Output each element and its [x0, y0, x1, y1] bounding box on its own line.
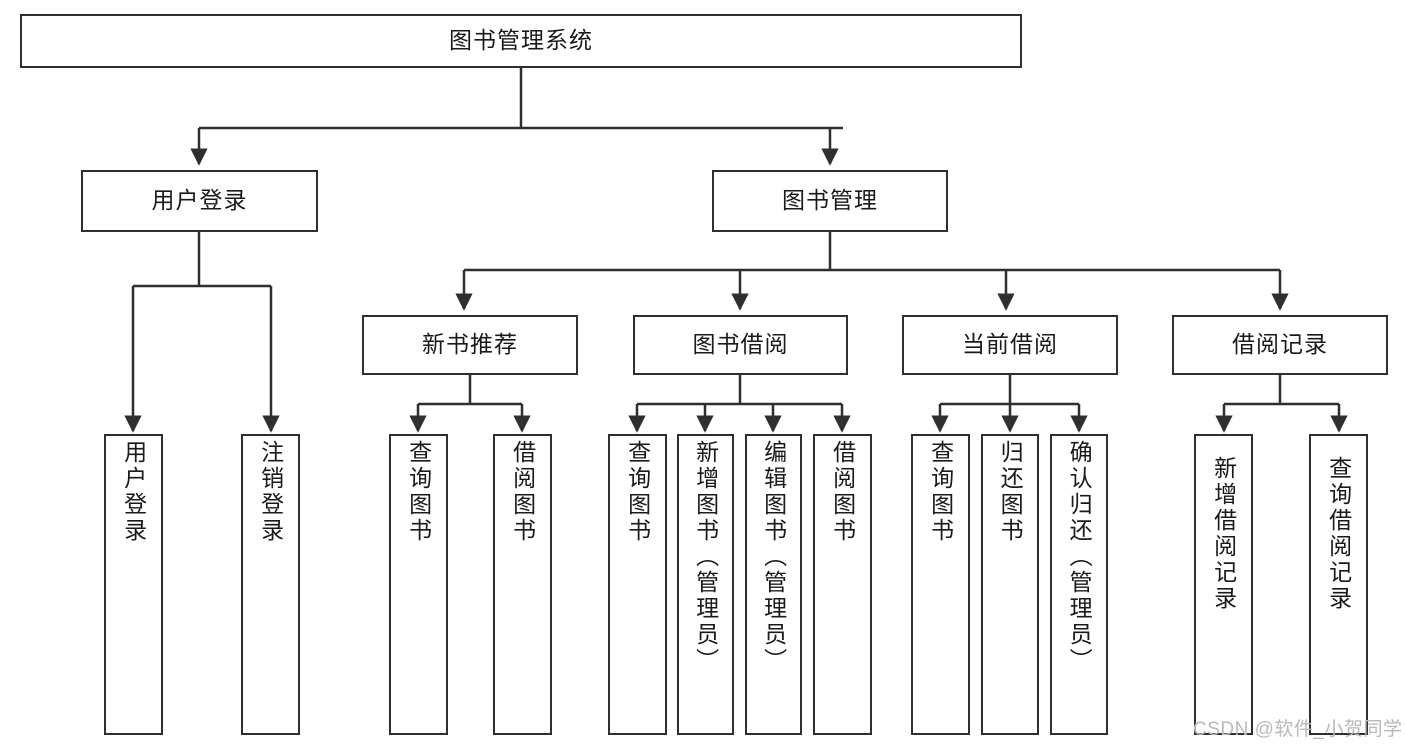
node-book-borrow[interactable]: 图书借阅: [633, 315, 848, 375]
leaf-book-borrow-query-book[interactable]: 查询图书: [608, 434, 667, 735]
leaf-user-login-login[interactable]: 用户登录: [104, 434, 163, 735]
node-label: 查询借阅记录: [1325, 456, 1352, 612]
node-user-login[interactable]: 用户登录: [81, 170, 318, 232]
node-label: 图书管理系统: [449, 27, 593, 54]
node-label: 借阅图书: [509, 440, 536, 544]
node-label: 借阅记录: [1232, 331, 1328, 358]
node-new-book-recommend[interactable]: 新书推荐: [362, 315, 578, 375]
node-label: 查询图书: [624, 440, 651, 544]
node-label: 新书推荐: [422, 331, 518, 358]
leaf-current-borrow-return-book[interactable]: 归还图书: [981, 434, 1039, 735]
node-label: 当前借阅: [962, 331, 1058, 358]
node-label: 编辑图书（管理员）: [760, 440, 787, 674]
node-label: 确认归还（管理员）: [1066, 440, 1093, 674]
node-label: 查询图书: [927, 440, 954, 544]
leaf-book-borrow-borrow-book[interactable]: 借阅图书: [813, 434, 872, 735]
csdn-watermark: CSDN @软件_小贺同学: [1193, 719, 1403, 740]
leaf-new-book-borrow-book[interactable]: 借阅图书: [493, 434, 552, 735]
node-label: 图书借阅: [692, 331, 789, 358]
node-current-borrow[interactable]: 当前借阅: [902, 315, 1118, 375]
node-label: 新增图书（管理员）: [692, 440, 719, 674]
node-label: 查询图书: [405, 440, 432, 544]
leaf-book-borrow-edit-book-admin[interactable]: 编辑图书（管理员）: [745, 434, 802, 735]
node-label: 注销登录: [257, 440, 284, 544]
node-label: 图书管理: [782, 187, 878, 214]
leaf-book-borrow-add-book-admin[interactable]: 新增图书（管理员）: [677, 434, 734, 735]
node-label: 用户登录: [120, 440, 147, 544]
leaf-new-book-query-book[interactable]: 查询图书: [389, 434, 448, 735]
leaf-user-login-logout[interactable]: 注销登录: [241, 434, 300, 735]
node-label: 借阅图书: [829, 440, 856, 544]
node-root-library-system[interactable]: 图书管理系统: [20, 14, 1022, 68]
leaf-current-borrow-query-book[interactable]: 查询图书: [911, 434, 970, 735]
node-label: 归还图书: [997, 440, 1024, 544]
node-book-management[interactable]: 图书管理: [712, 170, 948, 232]
node-label: 新增借阅记录: [1210, 456, 1237, 612]
leaf-current-borrow-confirm-return-admin[interactable]: 确认归还（管理员）: [1050, 434, 1108, 735]
leaf-borrow-record-query-record[interactable]: 查询借阅记录: [1309, 434, 1368, 735]
node-borrow-record[interactable]: 借阅记录: [1172, 315, 1388, 375]
leaf-borrow-record-add-record[interactable]: 新增借阅记录: [1194, 434, 1253, 735]
node-label: 用户登录: [151, 187, 248, 214]
